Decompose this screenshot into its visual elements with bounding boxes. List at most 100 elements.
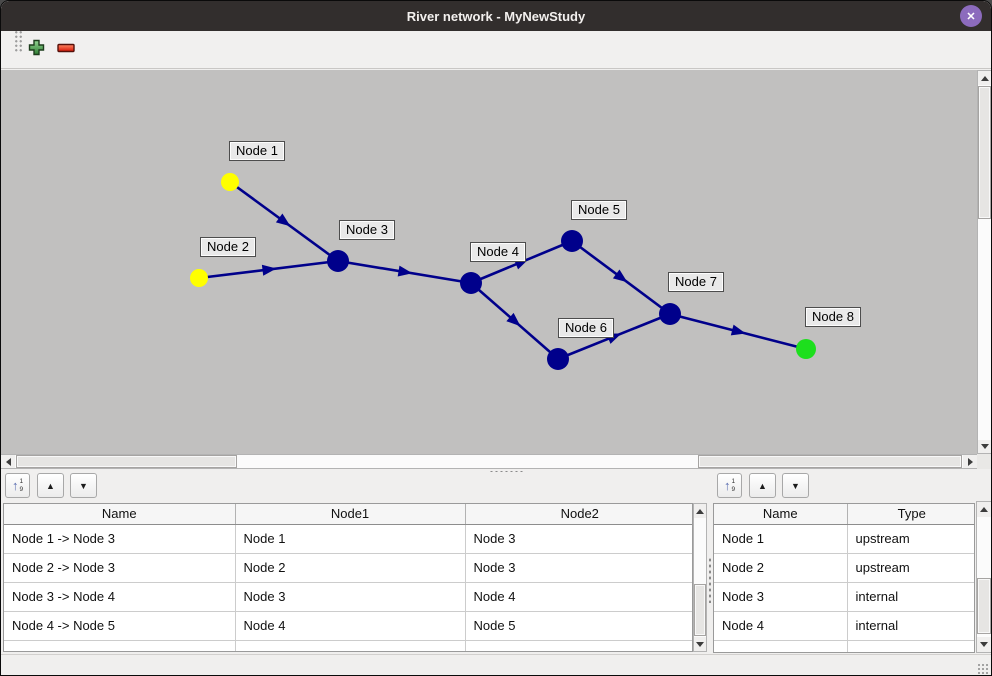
close-button[interactable]: ✕ — [960, 5, 982, 27]
table-cell[interactable]: Node 5 — [465, 611, 692, 641]
nodes-table-vscrollbar[interactable] — [976, 501, 991, 653]
network-node[interactable] — [547, 348, 569, 370]
table-row-partial[interactable] — [4, 640, 692, 651]
table-cell[interactable]: Node 4 — [235, 611, 466, 641]
table-cell[interactable]: Node 3 — [465, 553, 692, 583]
node-label[interactable]: Node 3 — [339, 220, 395, 240]
network-svg — [190, 173, 816, 370]
resize-grip[interactable] — [977, 663, 988, 674]
reach-move-up-button[interactable]: ▲ — [37, 473, 64, 498]
table-cell[interactable]: Node 1 -> Node 3 — [4, 524, 236, 554]
table-cell[interactable]: Node 4 — [714, 611, 848, 641]
toolbar-grip-handle[interactable] — [14, 30, 23, 52]
table-cell[interactable]: Node 1 — [714, 524, 848, 554]
table-cell[interactable]: Node 3 — [465, 524, 692, 554]
reaches-scroll-thumb[interactable] — [694, 584, 706, 636]
network-canvas[interactable]: Node 1 Node 2 Node 3 Node 4 Node 5 Node 6 Node… — [1, 70, 977, 454]
scroll-up-button[interactable] — [694, 504, 706, 518]
table-cell[interactable]: internal — [847, 611, 974, 641]
node-move-up-button[interactable]: ▲ — [749, 473, 776, 498]
network-node[interactable] — [659, 303, 681, 325]
canvas-hscroll-track-segment[interactable] — [698, 455, 962, 468]
table-cell[interactable]: Node 2 -> Node 3 — [4, 553, 236, 583]
canvas-hscroll-thumb[interactable] — [16, 455, 237, 468]
table-cell[interactable]: Node 2 — [714, 553, 848, 583]
table-cell[interactable] — [847, 640, 974, 652]
scroll-up-button[interactable] — [978, 71, 991, 85]
titlebar[interactable]: River network - MyNewStudy ✕ — [1, 1, 991, 31]
node-label[interactable]: Node 6 — [558, 318, 614, 338]
triangle-left-icon — [5, 457, 11, 466]
table-cell[interactable]: upstream — [847, 553, 974, 583]
canvas-vscroll-thumb[interactable] — [978, 86, 991, 219]
table-cell[interactable]: Node 3 — [235, 582, 466, 612]
table-cell[interactable] — [4, 640, 236, 651]
network-node[interactable] — [460, 272, 482, 294]
table-cell[interactable]: Node 1 — [235, 524, 466, 554]
canvas-vscrollbar[interactable] — [977, 70, 991, 454]
column-header[interactable]: Name — [714, 504, 848, 525]
vertical-splitter-handle[interactable] — [708, 557, 712, 603]
node-move-down-button[interactable]: ▼ — [782, 473, 809, 498]
column-header[interactable]: Type — [847, 504, 974, 525]
table-cell[interactable]: internal — [847, 582, 974, 612]
network-node[interactable] — [796, 339, 816, 359]
node-label[interactable]: Node 1 — [229, 141, 285, 161]
table-cell[interactable] — [235, 640, 466, 651]
node-label[interactable]: Node 2 — [200, 237, 256, 257]
table-cell[interactable] — [714, 640, 848, 652]
table-cell[interactable]: Node 4 — [465, 582, 692, 612]
flow-direction-arrow-icon — [612, 269, 628, 283]
flow-direction-arrow-icon — [261, 264, 277, 276]
network-node[interactable] — [190, 269, 208, 287]
node-label[interactable]: Node 7 — [668, 272, 724, 292]
scroll-right-button[interactable] — [963, 455, 977, 468]
column-header[interactable]: Node1 — [235, 504, 466, 525]
scroll-down-button[interactable] — [977, 637, 991, 652]
scroll-left-button[interactable] — [1, 455, 15, 468]
main-toolbar — [1, 30, 991, 69]
table-cell[interactable] — [465, 640, 692, 651]
scrollbar-corner — [977, 454, 991, 469]
table-cell[interactable]: Node 3 -> Node 4 — [4, 582, 236, 612]
window-title: River network - MyNewStudy — [406, 8, 586, 24]
canvas-hscrollbar[interactable] — [1, 454, 977, 469]
scroll-down-button[interactable] — [694, 637, 706, 651]
table-cell[interactable]: Node 2 — [235, 553, 466, 583]
close-icon: ✕ — [966, 10, 976, 23]
table-cell[interactable]: Node 3 — [714, 582, 848, 612]
node-label[interactable]: Node 4 — [470, 242, 526, 262]
node-label[interactable]: Node 8 — [805, 307, 861, 327]
table-row-partial[interactable] — [714, 640, 974, 652]
column-header[interactable]: Name — [4, 504, 236, 525]
network-node[interactable] — [561, 230, 583, 252]
nodes-scroll-thumb[interactable] — [977, 578, 991, 634]
remove-node-button[interactable] — [53, 34, 79, 64]
horizontal-splitter[interactable] — [1, 469, 991, 474]
flow-direction-arrow-icon — [397, 265, 413, 277]
table-cell[interactable]: upstream — [847, 524, 974, 554]
status-bar — [1, 654, 991, 675]
reach-move-down-button[interactable]: ▼ — [70, 473, 97, 498]
reaches-table-vscrollbar[interactable] — [693, 503, 707, 652]
add-node-button[interactable] — [23, 34, 49, 64]
column-header[interactable]: Node2 — [465, 504, 692, 525]
table-cell[interactable]: Node 4 -> Node 5 — [4, 611, 236, 641]
scroll-down-button[interactable] — [978, 440, 991, 453]
network-node[interactable] — [327, 250, 349, 272]
network-node[interactable] — [221, 173, 239, 191]
triangle-up-icon — [980, 507, 988, 512]
scroll-up-button[interactable] — [977, 502, 991, 517]
node-label[interactable]: Node 5 — [571, 200, 627, 220]
